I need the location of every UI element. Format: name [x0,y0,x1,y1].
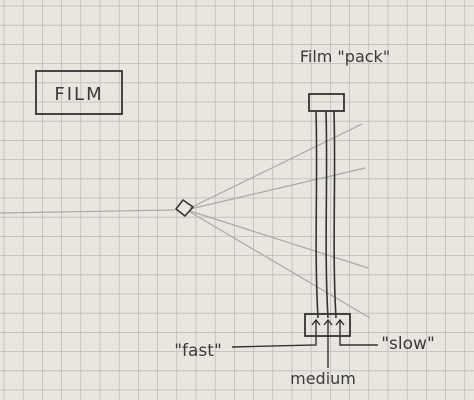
ray-lower [189,211,371,319]
fast-leader [231,336,317,348]
ray-lower-mid [189,210,369,269]
film-box-frame [35,70,123,115]
light-rays [0,123,371,319]
leader-lines [231,336,378,368]
film-strip-left [315,110,319,319]
slow-leader [339,336,378,346]
lens-shape [175,199,194,217]
film-strips [315,110,337,319]
film-strip-middle [325,110,329,319]
fast-label: "fast" [174,341,222,361]
film-box-label: FILM [54,84,103,105]
incoming-ray [0,209,176,214]
film-strip-right [333,110,337,319]
up-arrow-icon [311,318,345,336]
medium-label: medium [290,369,356,388]
film-pack-top-cap [308,93,345,112]
ray-upper-mid [189,167,366,210]
film-pack-title: Film "pack" [300,47,390,66]
ray-upper [189,123,363,209]
slow-label: "slow" [381,334,435,354]
